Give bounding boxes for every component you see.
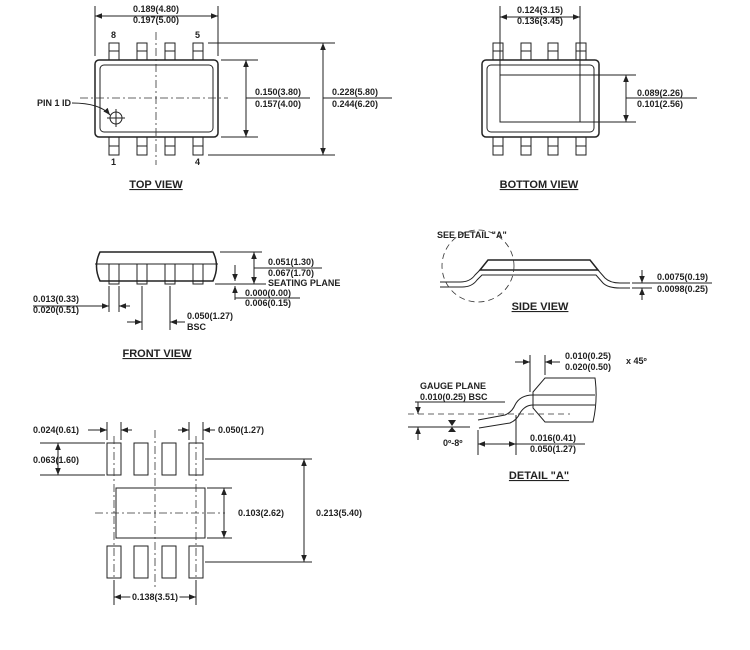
dim-pitch-bsc: BSC: [187, 322, 207, 332]
bottom-view-title: BOTTOM VIEW: [500, 179, 579, 191]
detail-a-title: DETAIL "A": [509, 470, 569, 482]
dim-width-min: 0.150(3.80): [255, 87, 301, 97]
dim-lead-width-max: 0.020(0.51): [33, 305, 79, 315]
gauge-plane-dim: 0.010(0.25) BSC: [420, 392, 488, 402]
side-view: SEE DETAIL "A" 0.0075(0.19) 0.0098(0.25)…: [437, 229, 712, 313]
dim-standoff-max: 0.006(0.15): [245, 298, 291, 308]
dim-pad-length: 0.063(1.60): [33, 455, 79, 465]
detail-a-callout-circle: [441, 229, 515, 303]
dim-pad-width-min: 0.089(2.26): [637, 88, 683, 98]
chamfer-angle: x 45º: [626, 356, 648, 366]
lead-angle: 0º-8º: [443, 438, 463, 448]
dim-thickness-max: 0.0098(0.25): [657, 284, 708, 294]
dim-overall-max: 0.244(6.20): [332, 99, 378, 109]
dim-height-min: 0.051(1.30): [268, 257, 314, 267]
dim-inner-gap: 0.103(2.62): [238, 508, 284, 518]
dim-foot-max: 0.050(1.27): [530, 444, 576, 454]
exposed-pad: [499, 74, 581, 123]
gauge-plane-label: GAUGE PLANE: [420, 381, 486, 391]
dim-footprint-pitch: 0.050(1.27): [218, 425, 264, 435]
detail-a: 0.010(0.25) 0.020(0.50) x 45º GAUGE PLAN…: [408, 351, 648, 482]
package-body: [94, 59, 219, 138]
dim-thickness-min: 0.0075(0.19): [657, 272, 708, 282]
dim-pad-length-min: 0.124(3.15): [517, 5, 563, 15]
dim-chamfer-min: 0.010(0.25): [565, 351, 611, 361]
pin-label: 5: [195, 30, 200, 40]
top-view-title: TOP VIEW: [129, 179, 183, 191]
dim-footprint-overall: 0.213(5.40): [316, 508, 362, 518]
dim-chamfer-max: 0.020(0.50): [565, 362, 611, 372]
dim-height-max: 0.067(1.70): [268, 268, 314, 278]
see-detail-label: SEE DETAIL "A": [437, 230, 507, 240]
front-view: 0.051(1.30) 0.067(1.70) SEATING PLANE 0.…: [33, 251, 340, 360]
dim-pitch: 0.050(1.27): [187, 311, 233, 321]
dim-pad-width-max: 0.101(2.56): [637, 99, 683, 109]
dim-row-span: 0.138(3.51): [132, 592, 178, 602]
dim-pad-width: 0.024(0.61): [33, 425, 79, 435]
dim-lead-width-min: 0.013(0.33): [33, 294, 79, 304]
dim-length-max: 0.197(5.00): [133, 15, 179, 25]
dim-foot-min: 0.016(0.41): [530, 433, 576, 443]
side-view-title: SIDE VIEW: [512, 301, 569, 313]
dim-length-min: 0.189(4.80): [133, 4, 179, 14]
front-view-title: FRONT VIEW: [122, 348, 192, 360]
pin1-id-label: PIN 1 ID: [37, 98, 72, 108]
pin-label: 8: [111, 30, 116, 40]
dim-pad-length-max: 0.136(3.45): [517, 16, 563, 26]
pin-label: 4: [195, 157, 200, 167]
dim-standoff-min: 0.000(0.00): [245, 288, 291, 298]
seating-plane-label: SEATING PLANE: [268, 278, 340, 288]
dim-width-max: 0.157(4.00): [255, 99, 301, 109]
pin-label: 1: [111, 157, 116, 167]
dim-overall-min: 0.228(5.80): [332, 87, 378, 97]
land-pattern: 0.024(0.61) 0.050(1.27) 0.063(1.60) 0.10…: [33, 422, 362, 605]
top-view: PIN 1 ID 8 5 1 4 0.189(4.80) 0.197(5.00)…: [37, 4, 392, 191]
bottom-view: 0.124(3.15) 0.136(3.45) 0.089(2.26) 0.10…: [481, 5, 697, 191]
